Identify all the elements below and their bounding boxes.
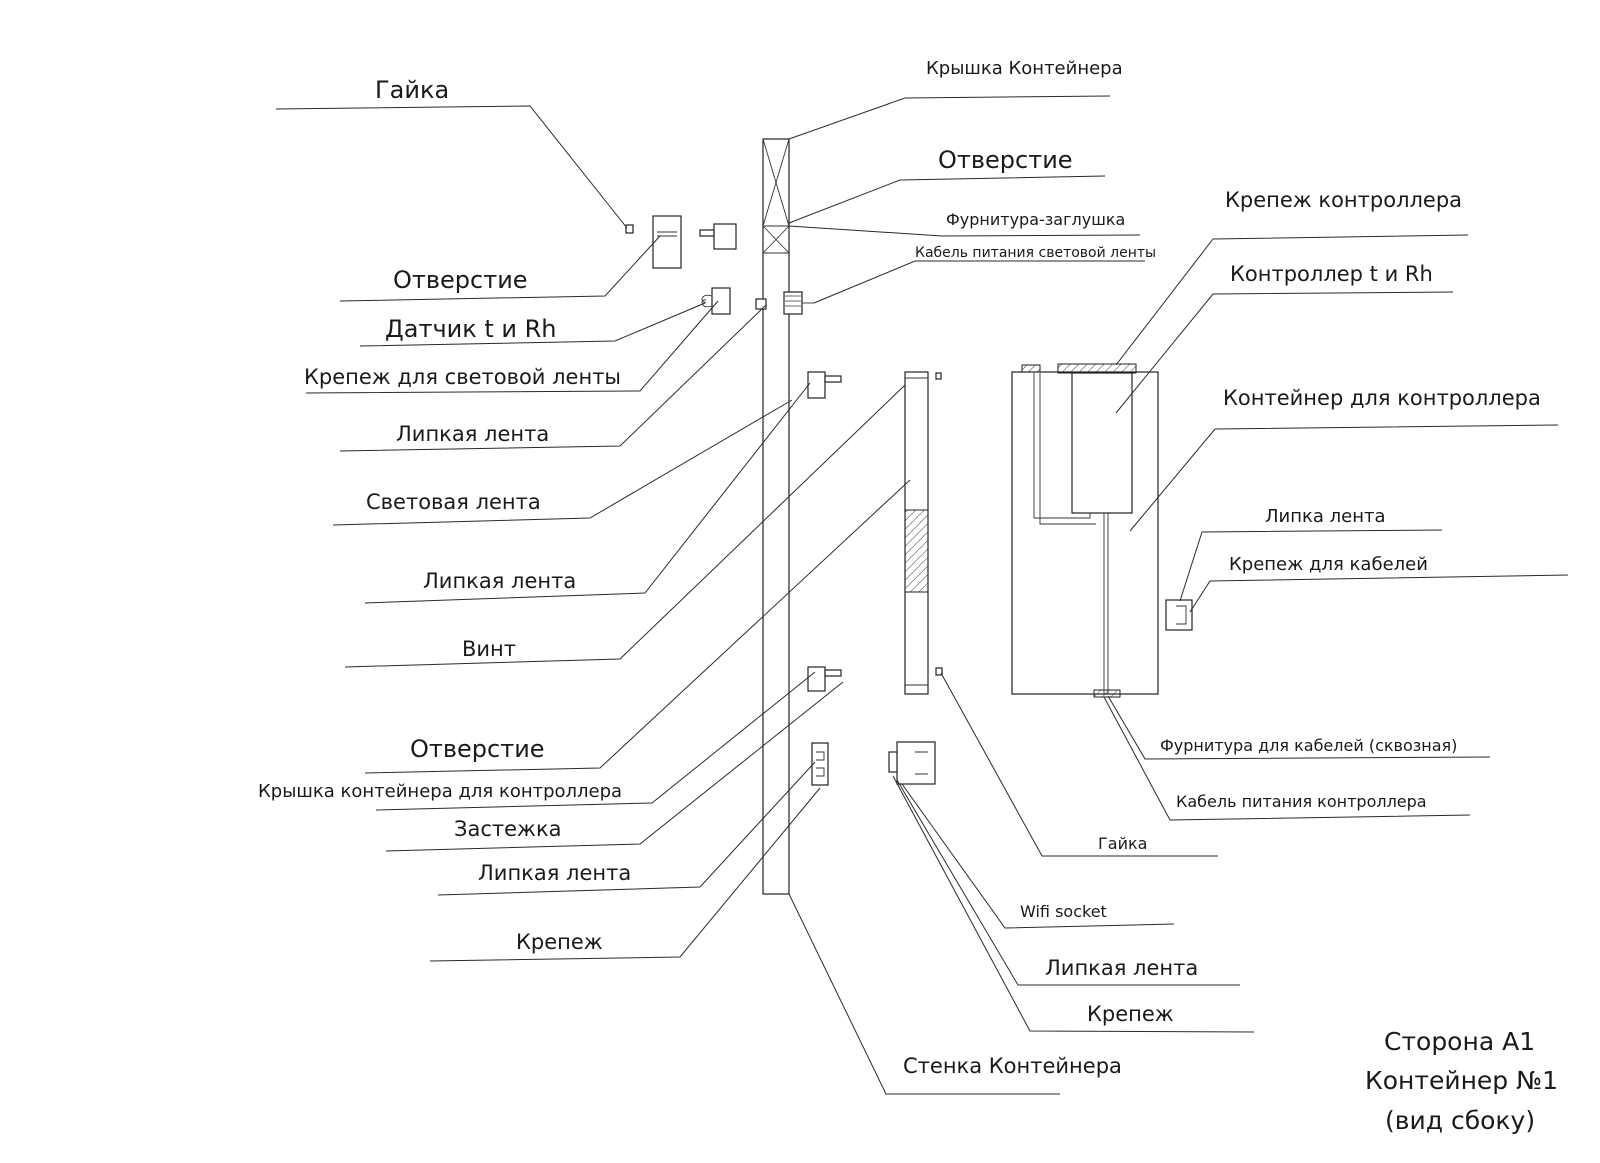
label-cable-mount: Крепеж для кабелей xyxy=(1229,554,1428,575)
label-adhesive-tape-1: Липкая лента xyxy=(396,422,549,446)
clasp-part xyxy=(807,666,842,692)
label-controller-cable: Кабель питания контроллера xyxy=(1176,792,1427,811)
cable-mount-part xyxy=(1165,599,1193,631)
light-cable-fitting-part xyxy=(755,291,814,315)
label-adhesive-tape-right: Липкая лента xyxy=(1045,956,1198,980)
container-wall-group xyxy=(762,138,790,895)
label-sensor: Датчик t и Rh xyxy=(385,315,557,343)
label-controller-container: Контейнер для контроллера xyxy=(1223,386,1541,410)
label-hole-top-right: Отверстие xyxy=(938,146,1073,174)
label-container-wall: Стенка Контейнера xyxy=(903,1054,1122,1078)
label-velcro-tape: Липка лента xyxy=(1265,506,1386,527)
title-container: Контейнер №1 xyxy=(1365,1066,1558,1095)
label-controller-mount: Крепеж контроллера xyxy=(1225,188,1462,212)
title-side: Сторона А1 xyxy=(1384,1027,1535,1056)
label-screw: Винт xyxy=(462,637,516,661)
title-view: (вид сбоку) xyxy=(1385,1106,1535,1135)
label-bracket-left: Крепеж xyxy=(516,930,603,954)
plug-fitting-part xyxy=(699,223,737,250)
wifi-socket-part xyxy=(888,741,936,785)
label-wifi-socket: Wifi socket xyxy=(1020,902,1107,921)
bracket-part-left xyxy=(811,742,829,786)
label-controller-lid: Крышка контейнера для контроллера xyxy=(258,781,622,802)
label-nut-bottom: Гайка xyxy=(1098,834,1147,853)
controller-container-part xyxy=(1011,363,1159,698)
label-plug-fitting: Фурнитура-заглушка xyxy=(946,210,1125,229)
screw-part-upper xyxy=(807,371,842,399)
label-light-cable: Кабель питания световой ленты xyxy=(915,245,1156,261)
label-nut-top: Гайка xyxy=(375,76,449,104)
label-adhesive-tape-3: Липкая лента xyxy=(478,861,631,885)
nut-part-top xyxy=(625,224,634,234)
light-strip-mount-part xyxy=(701,287,731,315)
label-bracket-right: Крепеж xyxy=(1087,1002,1174,1026)
label-hole-left-2: Отверстие xyxy=(410,735,545,763)
label-adhesive-tape-2: Липкая лента xyxy=(423,569,576,593)
label-light-strip-mount: Крепеж для световой ленты xyxy=(304,365,621,389)
label-light-strip: Световая лента xyxy=(366,490,541,514)
label-container-lid: Крышка Контейнера xyxy=(926,58,1123,79)
controller-lid-part xyxy=(904,371,943,695)
label-controller: Контроллер t и Rh xyxy=(1230,262,1433,286)
container-wall xyxy=(762,138,790,895)
label-clasp: Застежка xyxy=(454,817,562,841)
label-cable-fitting: Фурнитура для кабелей (сквозная) xyxy=(1160,736,1457,755)
sensor-part xyxy=(652,215,682,269)
label-hole-left-1: Отверстие xyxy=(393,266,528,294)
leader-lines xyxy=(275,95,1569,1095)
